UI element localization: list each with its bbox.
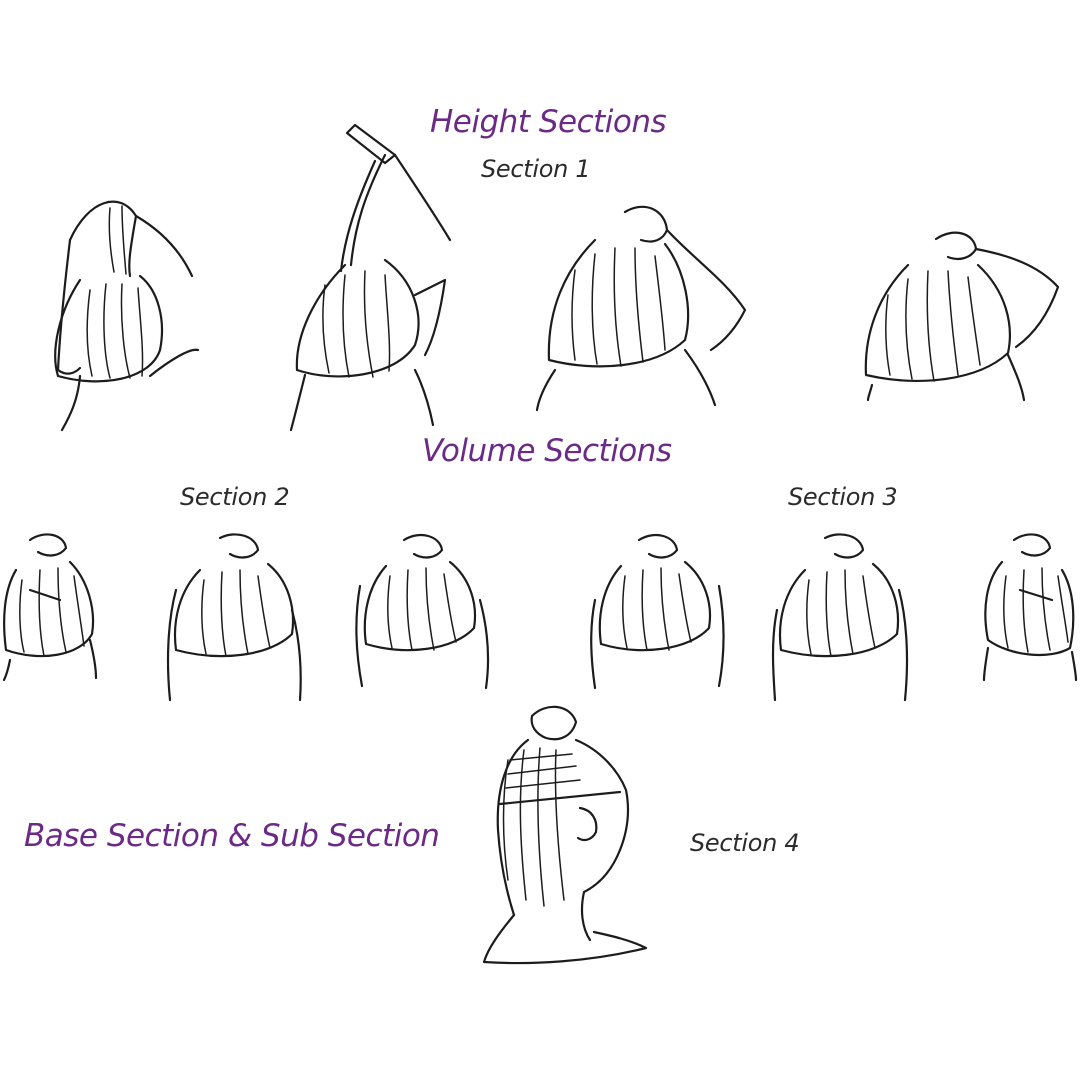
- height-illustration-2: [285, 115, 455, 432]
- heading-height-sections: Height Sections: [430, 104, 667, 140]
- height-illustration-4: [858, 225, 1073, 402]
- volume-illustration-1: [0, 530, 100, 682]
- volume-illustration-5: [765, 530, 915, 705]
- volume-illustration-2: [160, 530, 310, 705]
- label-section-4: Section 4: [690, 829, 800, 857]
- heading-volume-sections: Volume Sections: [422, 433, 672, 469]
- label-section-3: Section 3: [788, 483, 898, 511]
- base-section-illustration: [480, 700, 650, 965]
- height-illustration-1: [40, 180, 200, 432]
- height-illustration-3: [535, 200, 750, 412]
- volume-illustration-6: [980, 530, 1080, 682]
- volume-illustration-3: [350, 530, 495, 690]
- heading-base-sub-section: Base Section & Sub Section: [24, 818, 440, 854]
- label-section-2: Section 2: [180, 483, 290, 511]
- label-section-1: Section 1: [481, 155, 591, 183]
- volume-illustration-4: [585, 530, 730, 690]
